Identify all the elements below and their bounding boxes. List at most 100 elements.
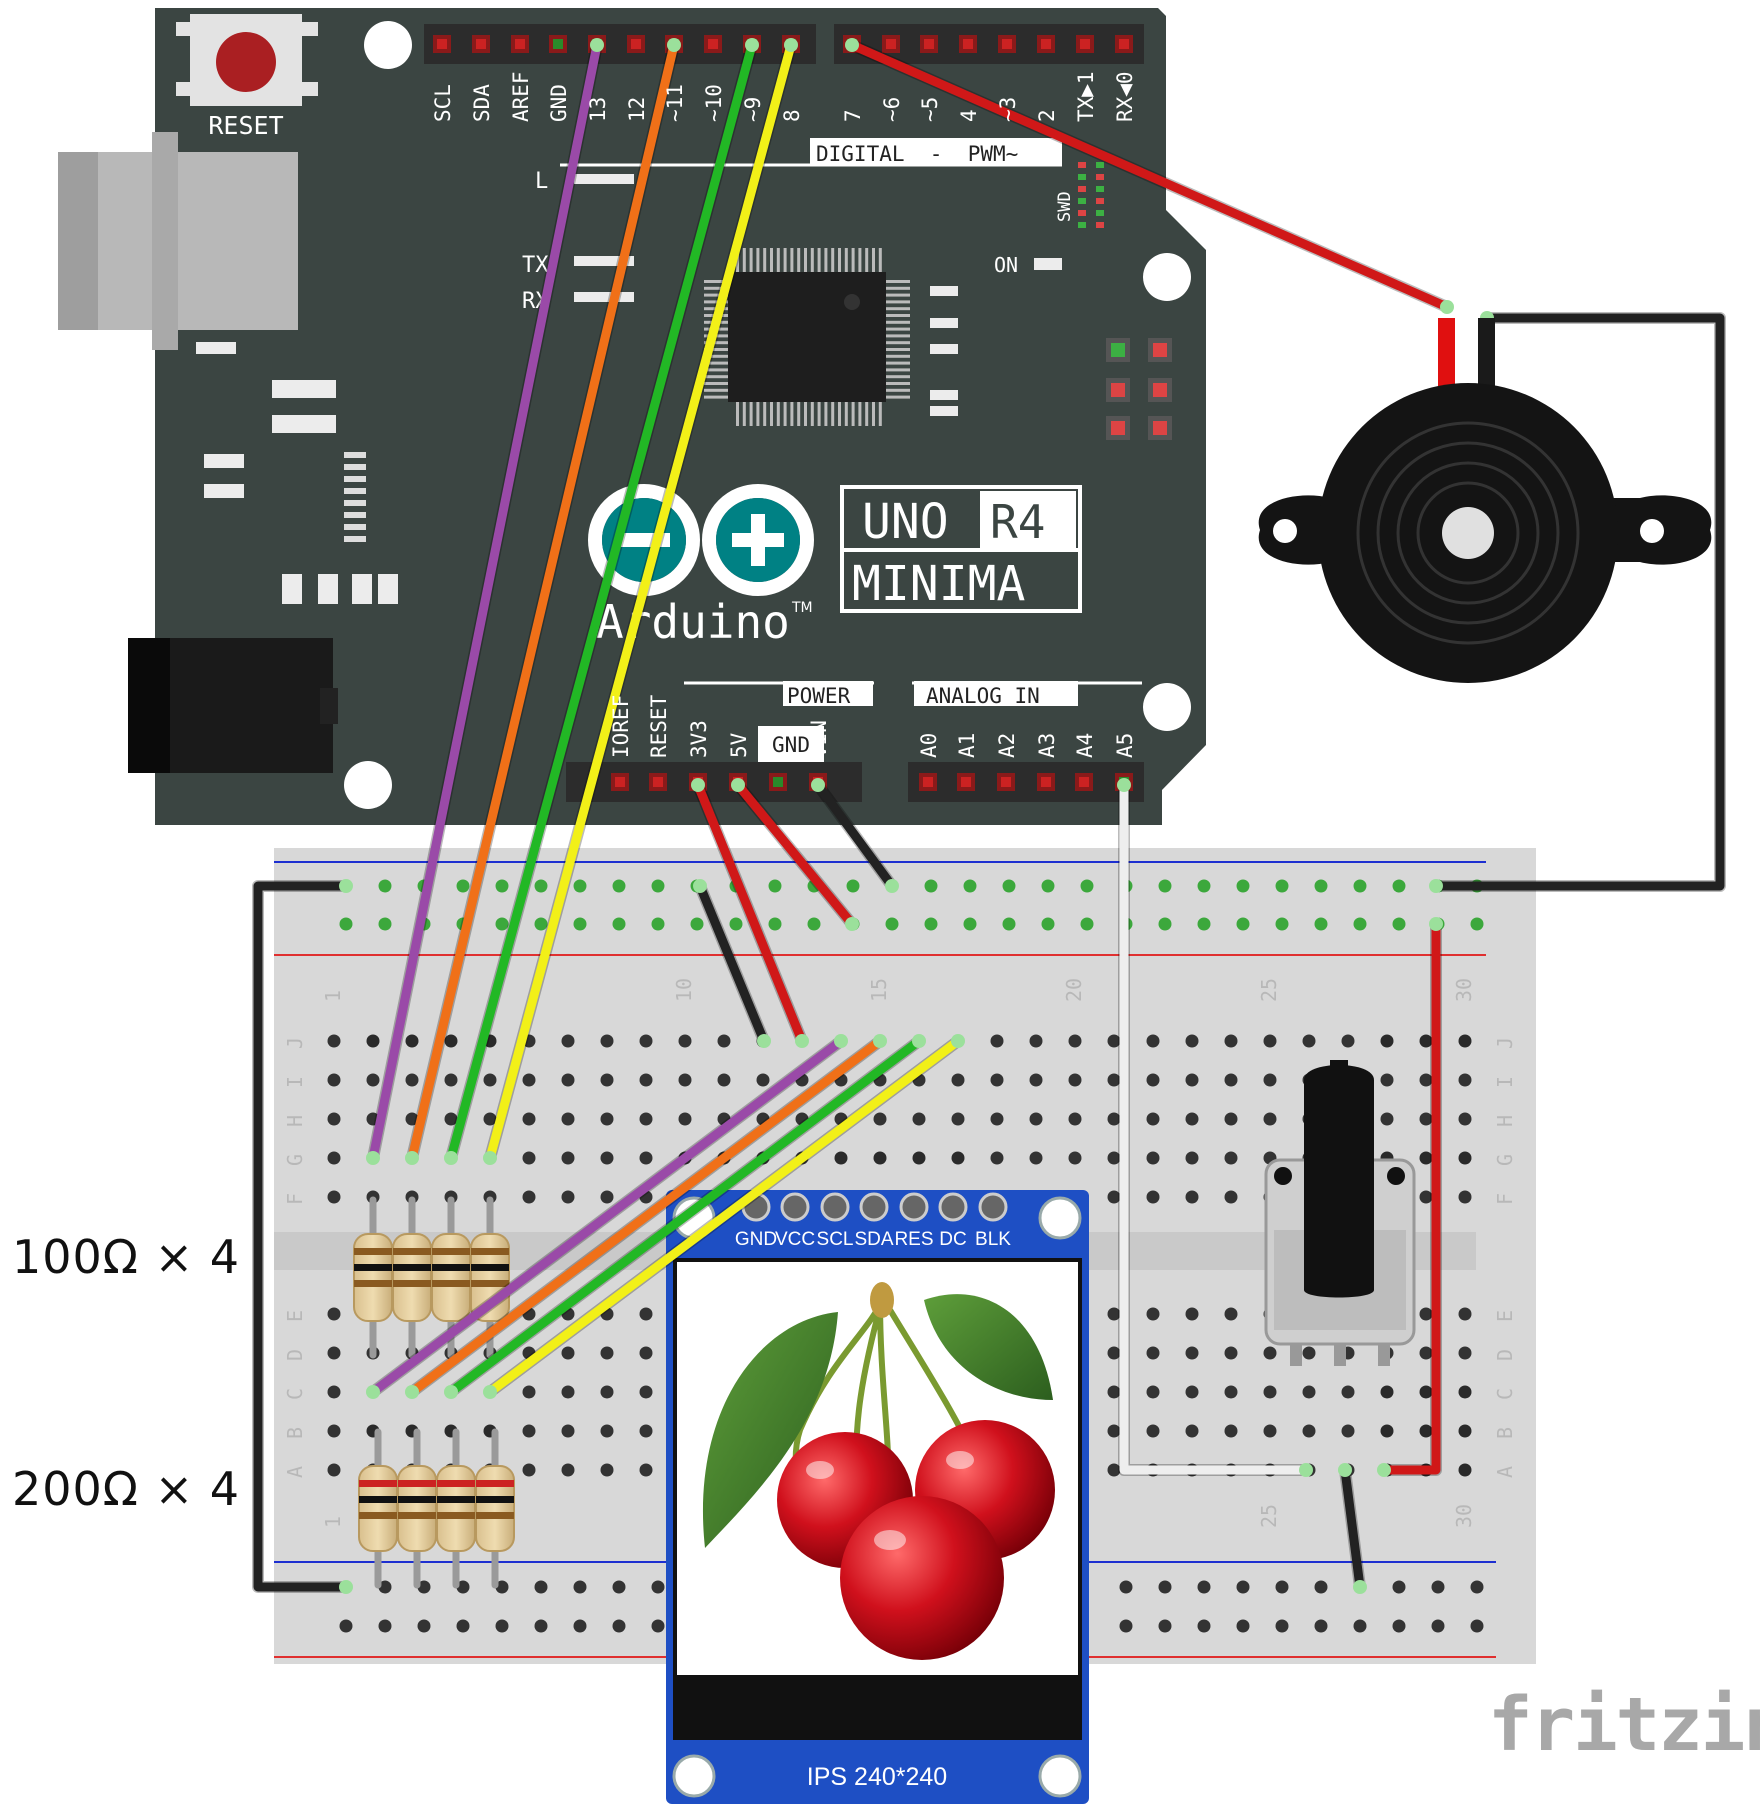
rail-hole bbox=[1041, 917, 1055, 931]
chip-pin bbox=[844, 402, 848, 426]
rail-hole bbox=[1470, 917, 1484, 931]
buzzer-ring bbox=[1376, 441, 1560, 625]
chip-pin bbox=[886, 286, 910, 290]
chip-pin bbox=[704, 354, 728, 358]
rail-hole bbox=[1392, 879, 1406, 893]
breadboard-hole bbox=[1224, 1073, 1238, 1087]
rail-hole bbox=[1236, 1580, 1250, 1594]
breadboard-hole bbox=[1146, 1307, 1160, 1321]
breadboard-hole bbox=[1185, 1346, 1199, 1360]
breadboard-hole bbox=[522, 1385, 536, 1399]
breadboard-hole bbox=[1224, 1307, 1238, 1321]
smd-component bbox=[204, 454, 244, 468]
chip-pin bbox=[742, 402, 746, 426]
breadboard-hole bbox=[561, 1463, 575, 1477]
display-pin-label: SCL bbox=[817, 1229, 854, 1250]
breadboard-hole bbox=[1458, 1463, 1472, 1477]
row-letter: A bbox=[1493, 1466, 1517, 1478]
display-pin[interactable] bbox=[899, 1192, 929, 1222]
chip-pin bbox=[804, 402, 807, 426]
chip-pin bbox=[886, 348, 910, 351]
breadboard-hole bbox=[1107, 1424, 1121, 1438]
chip-pin bbox=[886, 300, 910, 304]
reset-button[interactable] bbox=[176, 14, 318, 106]
chip-pin bbox=[878, 402, 882, 426]
wire-endpoint bbox=[1117, 778, 1131, 792]
digital-header-text: DIGITAL - PWM~ bbox=[816, 142, 1018, 166]
chip-pin bbox=[797, 402, 801, 426]
breadboard-hole bbox=[639, 1034, 653, 1048]
resistor bbox=[358, 1428, 398, 1589]
header-pin-socket bbox=[653, 777, 663, 787]
breadboard-hole bbox=[678, 1112, 692, 1126]
breadboard-hole bbox=[1029, 1034, 1043, 1048]
column-number: 10 bbox=[672, 978, 696, 1002]
wire-endpoint bbox=[845, 917, 859, 931]
wire-red-pot-vcc bbox=[1379, 919, 1441, 1475]
rail-hole bbox=[963, 917, 977, 931]
row-letter: D bbox=[1493, 1349, 1517, 1361]
wire-endpoint bbox=[811, 778, 825, 792]
display-pin[interactable] bbox=[820, 1192, 850, 1222]
chip-pin bbox=[858, 402, 862, 426]
display-pin[interactable] bbox=[780, 1192, 810, 1222]
breadboard-hole bbox=[483, 1112, 497, 1126]
pin-label: 5V bbox=[727, 732, 751, 758]
rail-hole bbox=[1158, 1580, 1172, 1594]
chip-pin bbox=[886, 354, 910, 358]
resistor bbox=[353, 1196, 393, 1359]
uno-r4-badge: UNO R4 MINIMA bbox=[840, 485, 1082, 613]
rail-hole bbox=[1158, 917, 1172, 931]
breadboard-hole bbox=[1185, 1307, 1199, 1321]
chip-pin bbox=[831, 402, 835, 426]
chip-pin bbox=[804, 248, 807, 272]
breadboard-hole bbox=[1380, 1034, 1394, 1048]
rail-hole bbox=[612, 879, 626, 893]
board-pcb bbox=[155, 8, 1206, 825]
rail-hole bbox=[378, 1580, 392, 1594]
breadboard-hole bbox=[1185, 1073, 1199, 1087]
analog-header-text: ANALOG IN bbox=[926, 684, 1040, 708]
breadboard-hole bbox=[1302, 1034, 1316, 1048]
chip-pin bbox=[704, 280, 728, 283]
rail-hole bbox=[1236, 1619, 1250, 1633]
display-pin[interactable] bbox=[859, 1192, 889, 1222]
smd-component bbox=[1096, 210, 1104, 216]
row-letter: E bbox=[283, 1310, 307, 1322]
wire-endpoint bbox=[1440, 300, 1454, 314]
smd-component bbox=[1078, 174, 1086, 180]
rail-hole bbox=[1275, 1619, 1289, 1633]
header-pin-socket bbox=[1041, 39, 1051, 49]
rail-hole bbox=[1431, 1580, 1445, 1594]
breadboard-hole bbox=[1107, 1190, 1121, 1204]
potentiometer[interactable] bbox=[1264, 1060, 1416, 1366]
chip-pin bbox=[756, 402, 760, 426]
piezo-buzzer bbox=[1258, 318, 1712, 683]
breadboard-hole bbox=[1107, 1463, 1121, 1477]
rail-hole bbox=[573, 917, 587, 931]
potentiometer-knob[interactable] bbox=[1304, 1065, 1374, 1298]
header-pin-socket bbox=[1080, 39, 1090, 49]
breadboard-hole bbox=[522, 1112, 536, 1126]
wire-endpoint bbox=[757, 1034, 771, 1048]
breadboard-hole bbox=[951, 1073, 965, 1087]
rail-hole bbox=[963, 879, 977, 893]
breadboard-hole bbox=[483, 1073, 497, 1087]
smd-component bbox=[344, 452, 366, 458]
wire-green-display bbox=[446, 1036, 924, 1397]
wire-orange-d11 bbox=[407, 40, 679, 1163]
digital-header-label: DIGITAL - PWM~ bbox=[560, 138, 1062, 167]
row-letter: F bbox=[1493, 1193, 1517, 1205]
display-pin[interactable] bbox=[938, 1192, 968, 1222]
analog-header-label: ANALOG IN bbox=[912, 681, 1142, 708]
wire-endpoint bbox=[1353, 1580, 1367, 1594]
breadboard-hole bbox=[1146, 1346, 1160, 1360]
display-pin[interactable] bbox=[978, 1192, 1008, 1222]
breadboard-hole bbox=[327, 1034, 341, 1048]
row-letter: A bbox=[283, 1466, 307, 1478]
icsp-pin bbox=[1153, 383, 1167, 397]
chip-pin bbox=[763, 402, 767, 426]
chip-pin bbox=[886, 320, 910, 324]
breadboard-hole bbox=[1068, 1034, 1082, 1048]
wire-endpoint bbox=[339, 879, 353, 893]
